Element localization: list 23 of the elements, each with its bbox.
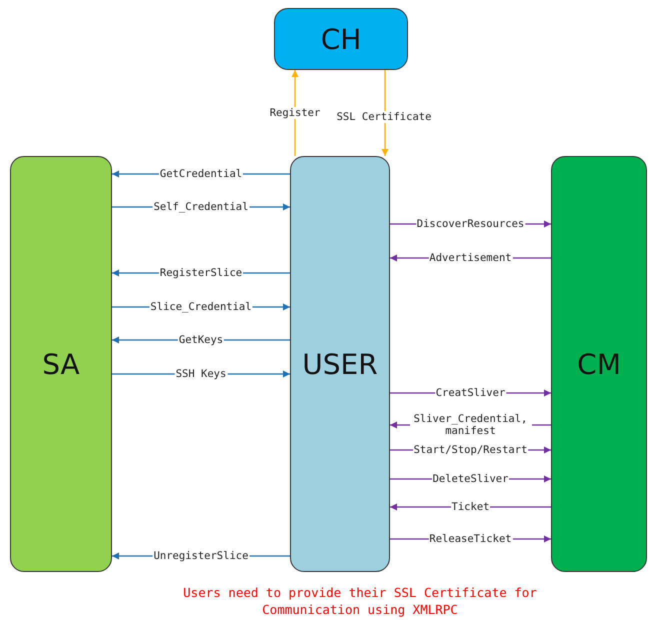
edge-label: DeleteSliver bbox=[432, 473, 510, 485]
process-box: SA bbox=[10, 156, 112, 572]
edge-label: GetCredential bbox=[158, 168, 244, 180]
edge-label: Register bbox=[268, 107, 322, 119]
process-box: CM bbox=[551, 156, 647, 572]
edge-label: Start/Stop/Restart bbox=[412, 444, 528, 456]
edge-label: GetKeys bbox=[178, 334, 224, 346]
edge-label: DiscoverResources bbox=[416, 218, 526, 230]
process-box: USER bbox=[290, 156, 390, 572]
edge-label: ReleaseTicket bbox=[428, 533, 513, 545]
edge-label: SSH Keys bbox=[174, 368, 228, 380]
edge-label: Ticket bbox=[450, 501, 490, 513]
edge-label: Self_Credential bbox=[152, 201, 250, 213]
process-box: CH bbox=[274, 8, 408, 70]
edge-label: Advertisement bbox=[428, 252, 513, 264]
edge-label: SSL Certificate bbox=[336, 111, 432, 123]
edge-label: RegisterSlice bbox=[158, 267, 244, 279]
note-text: Users need to provide their SSL Certificate for Communication using XMLRPC bbox=[182, 584, 538, 618]
edge-label: UnregisterSlice bbox=[152, 550, 250, 562]
edge-label: Sliver_Credential, manifest bbox=[410, 413, 532, 437]
edge-label: Slice_Credential bbox=[149, 301, 253, 313]
edge-label: CreatSliver bbox=[434, 387, 506, 399]
arrow bbox=[382, 70, 388, 156]
